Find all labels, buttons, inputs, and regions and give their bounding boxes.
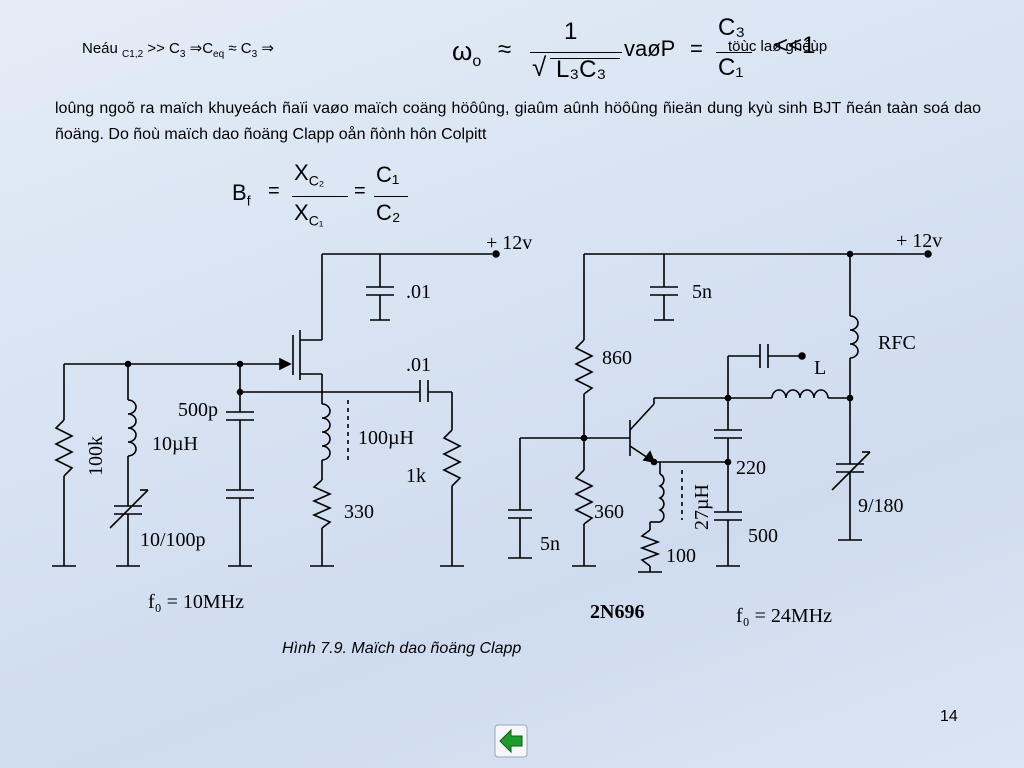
bf-formula: Bf = XC₂ XC₁ = C₁ C₂ xyxy=(232,160,422,240)
transistor-label: 2N696 xyxy=(590,601,644,623)
ceq-symbol: C xyxy=(202,40,214,57)
eq-sign: = xyxy=(690,36,703,61)
back-arrow-button[interactable] xyxy=(494,724,528,758)
bf-symbol: Bf xyxy=(232,180,251,209)
c-top: C₁ xyxy=(376,162,400,187)
c-bot: C₂ xyxy=(376,200,401,225)
left-frequency-label: f₀ = 10MHz xyxy=(148,591,244,613)
denominator: L₃C₃ xyxy=(556,56,607,83)
res-100k-label: 100k xyxy=(85,436,107,476)
inductor-10uh-label: 10µH xyxy=(152,433,198,455)
condition-prefix: Neáu xyxy=(82,40,118,57)
right-circuit-wiring xyxy=(508,250,932,573)
res-330-label: 330 xyxy=(344,501,374,523)
fraction-bar xyxy=(530,52,622,53)
approx-symbol: ≈ xyxy=(228,40,237,57)
left-supply-label: + 12v xyxy=(486,232,532,254)
numerator: 1 xyxy=(564,18,578,45)
cap-500-label: 500 xyxy=(748,525,778,547)
sqrt-bar xyxy=(550,58,620,59)
res-1k-label: 1k xyxy=(406,465,426,487)
c3-symbol-2: C xyxy=(240,40,252,57)
cap-220-label: 220 xyxy=(736,457,766,479)
c3-sub: 3 xyxy=(179,49,186,60)
bf-bar-1 xyxy=(292,196,348,197)
frac-bar-2 xyxy=(716,52,752,53)
bf-eq2: = xyxy=(354,180,366,202)
cap-5n-bottom-label: 5n xyxy=(540,533,560,555)
sqrt-icon: √ xyxy=(532,52,547,82)
frac-den: C₁ xyxy=(718,54,744,81)
left-cap-top-label: .01 xyxy=(406,281,431,303)
varcap-left-label: 10/100p xyxy=(140,529,206,551)
condition-sub: C1,2 xyxy=(122,49,144,60)
right-frequency-label: f₀ = 24MHz xyxy=(736,605,832,627)
frac-num: C₃ xyxy=(718,14,746,41)
ll-one: <<1 xyxy=(774,32,816,59)
inductor-l-label: L xyxy=(814,357,826,379)
right-circuit-labels: + 12v 5n 860 RFC L 220 9/180 27µH 360 5n… xyxy=(540,230,942,627)
approx-sign: ≈ xyxy=(498,36,512,63)
bf-bar-2 xyxy=(374,196,408,197)
inductor-27uh-label: 27µH xyxy=(691,484,713,530)
implies-icon: ⇒ xyxy=(189,40,203,57)
ceq-sub: eq xyxy=(213,49,225,60)
c3-symbol: C xyxy=(169,40,180,57)
page-number: 14 xyxy=(940,708,958,725)
res-860-label: 860 xyxy=(602,347,632,369)
varcap-right-label: 9/180 xyxy=(858,495,904,517)
omega-formula: ωo ≈ 1 √ L₃C₃ vaøP = C₃ C₁ töùc laø ghéù… xyxy=(452,14,852,88)
much-greater: >> xyxy=(147,40,165,57)
cap-500p-label: 500p xyxy=(178,399,218,421)
description-paragraph: loûng ngoõ ra maïch khuyeách ñaïi vaøo m… xyxy=(55,100,981,143)
cap-5n-top-label: 5n xyxy=(692,281,712,303)
right-supply-label: + 12v xyxy=(896,230,942,252)
c3-sub-2: 3 xyxy=(251,49,258,60)
figure-caption: Hình 7.9. Maïch dao ñoäng Clapp xyxy=(282,640,522,657)
suffix-text: töùc laø ghéùp xyxy=(728,38,828,55)
implies-icon-2: ⇒ xyxy=(261,40,274,57)
rfc-label: RFC xyxy=(878,332,916,354)
res-360-label: 360 xyxy=(594,501,624,523)
res-100-label: 100 xyxy=(666,545,696,567)
x-bot: XC₁ xyxy=(294,200,324,229)
left-cap-coupling-label: .01 xyxy=(406,354,431,376)
inductor-100uh-label: 100µH xyxy=(358,427,414,449)
bf-eq1: = xyxy=(268,180,280,202)
omega-symbol: ωo xyxy=(452,36,482,71)
x-top: XC₂ xyxy=(294,160,325,189)
left-circuit-wiring xyxy=(52,250,500,567)
back-arrow-icon xyxy=(494,724,528,758)
left-circuit-labels: + 12v .01 .01 500p 10µH 100k 10/100p 100… xyxy=(85,232,532,613)
condition-line: Neáu C1,2 >> C3 ⇒Ceq ≈ C3 ⇒ xyxy=(82,36,274,68)
vaP-text: vaøP xyxy=(624,36,676,61)
